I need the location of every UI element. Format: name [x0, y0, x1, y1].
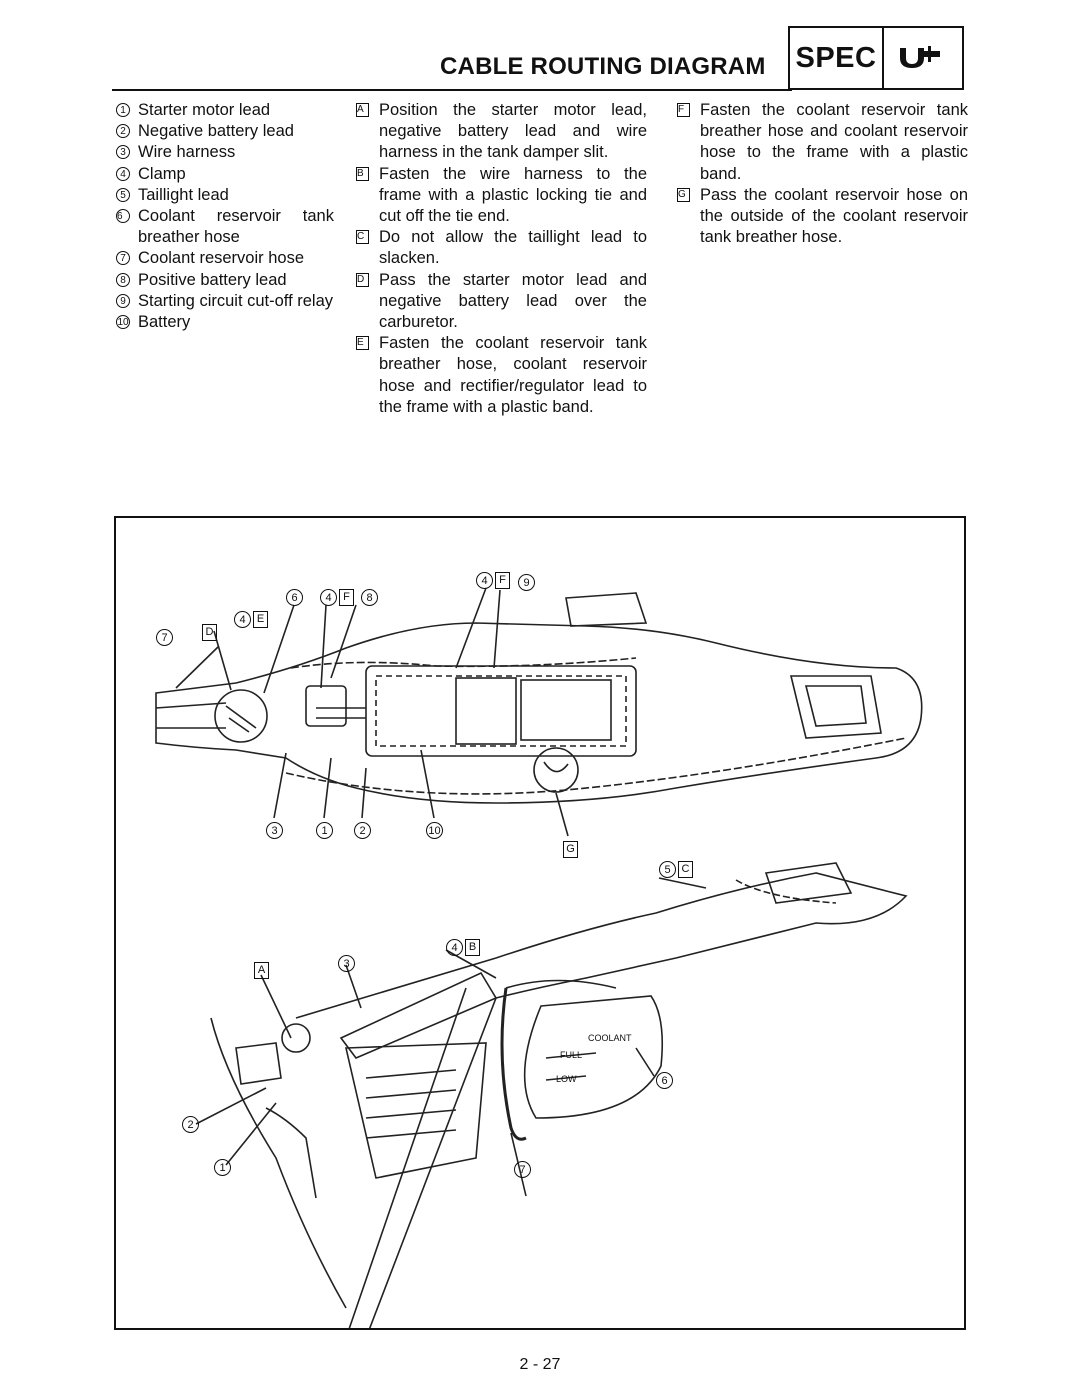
part-number: 8	[116, 272, 130, 287]
callout-7: 7	[156, 628, 173, 646]
note-letter: D	[356, 272, 369, 287]
part-text: Coolant reservoir hose	[138, 249, 304, 268]
note-text: Fasten the wire harness to the frame wit…	[379, 164, 647, 226]
part-item: 3 Wire harness	[114, 142, 334, 163]
callout-6-side: 6	[656, 1071, 673, 1089]
motorcycle-line-drawing: COOLANT FULL LOW	[155, 587, 923, 1328]
note-item: D Pass the starter motor lead and negativ…	[355, 270, 647, 334]
part-number: 4	[116, 166, 130, 181]
part-item: 2 Negative battery lead	[114, 121, 334, 142]
callout-3-side: 3	[338, 954, 355, 972]
spec-label: SPEC	[790, 28, 884, 88]
part-number: 1	[116, 103, 130, 117]
notes-list: A Position the starter motor lead, negati…	[355, 100, 647, 418]
note-text: Fasten the coolant reservoir tank breath…	[700, 101, 968, 183]
note-letter: A	[356, 103, 369, 117]
part-text: Taillight lead	[138, 185, 229, 204]
part-text: Starting circuit cut-off relay	[138, 291, 334, 310]
part-item: 1 Starter motor lead	[114, 100, 334, 121]
part-text: Negative battery lead	[138, 122, 294, 141]
tank-full-label: FULL	[560, 1050, 582, 1060]
callout-d: D	[200, 623, 217, 641]
callout-2: 2	[354, 821, 371, 839]
callout-3: 3	[266, 821, 283, 839]
spec-badge: SPEC	[788, 26, 964, 90]
parts-list: 1 Starter motor lead 2 Negative battery le…	[114, 100, 334, 333]
note-item: F Fasten the coolant reservoir tank breat…	[676, 100, 968, 185]
part-number: 6	[116, 209, 130, 224]
callout-1: 1	[316, 821, 333, 839]
part-number: 10	[116, 315, 130, 330]
wrench-spec-icon	[900, 46, 940, 68]
title-underline	[112, 89, 792, 91]
part-item: 9 Starting circuit cut-off relay	[114, 291, 334, 312]
part-text: Starter motor lead	[138, 101, 271, 119]
note-item: C Do not allow the taillight lead to slac…	[355, 227, 647, 269]
callout-7-side: 7	[514, 1160, 531, 1178]
note-item: B Fasten the wire harness to the frame wi…	[355, 164, 647, 228]
callout-2-side: 2	[182, 1115, 199, 1133]
part-text: Clamp	[138, 164, 186, 183]
part-text: Battery	[138, 313, 191, 332]
note-letter: C	[356, 230, 369, 245]
part-text: Wire harness	[138, 143, 236, 162]
page-number: 2 - 27	[519, 1356, 561, 1373]
callout-1-side: 1	[214, 1158, 231, 1176]
part-number: 9	[116, 293, 130, 308]
part-text: Positive battery lead	[138, 270, 287, 289]
part-number: 5	[116, 187, 130, 202]
note-item: A Position the starter motor lead, negati…	[355, 100, 647, 164]
note-letter: B	[356, 166, 369, 181]
callout-6: 6	[286, 588, 303, 606]
part-item: 6 Coolant reservoir tank breather hose	[114, 206, 334, 248]
callout-9: 9	[518, 573, 535, 591]
part-item: 8 Positive battery lead	[114, 270, 334, 291]
note-text: Pass the starter motor lead and negative…	[379, 270, 647, 332]
part-item: 7 Coolant reservoir hose	[114, 248, 334, 269]
note-letter: F	[677, 103, 690, 117]
part-number: 7	[116, 251, 130, 266]
page-title: CABLE ROUTING DIAGRAM	[440, 53, 766, 80]
callout-g: G	[561, 840, 578, 858]
tank-low-label: LOW	[556, 1074, 577, 1084]
part-item: 4 Clamp	[114, 164, 334, 185]
callout-8: 8	[361, 588, 378, 606]
callout-a: A	[252, 961, 269, 979]
part-item: 5 Taillight lead	[114, 185, 334, 206]
note-text: Do not allow the taillight lead to slack…	[379, 228, 647, 268]
part-item: 10 Battery	[114, 312, 334, 333]
note-item: E Fasten the coolant reservoir tank breat…	[355, 333, 647, 418]
note-letter: E	[356, 336, 369, 351]
note-text: Position the starter motor lead, negativ…	[379, 101, 647, 162]
note-text: Pass the coolant reservoir hose on the o…	[700, 185, 968, 247]
part-number: 3	[116, 145, 130, 160]
note-letter: G	[677, 187, 690, 202]
note-text: Fasten the coolant reservoir tank breath…	[379, 334, 647, 416]
notes-list-continued: F Fasten the coolant reservoir tank breat…	[676, 100, 968, 248]
callout-10: 10	[426, 821, 443, 839]
part-text: Coolant reservoir tank breather hose	[138, 207, 334, 247]
note-item: G Pass the coolant reservoir hose on the …	[676, 185, 968, 249]
part-number: 2	[116, 124, 130, 139]
tank-title-label: COOLANT	[588, 1033, 632, 1043]
